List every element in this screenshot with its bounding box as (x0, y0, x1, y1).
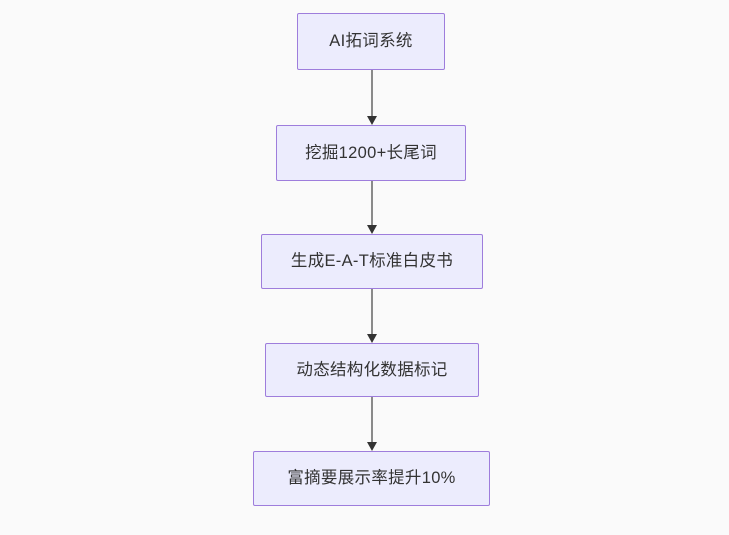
node-label: AI拓词系统 (329, 32, 413, 51)
flowchart-node-longtail-keywords[interactable]: 挖掘1200+长尾词 (276, 125, 466, 181)
arrowhead-icon (366, 442, 377, 451)
node-label: 生成E-A-T标准白皮书 (290, 252, 454, 271)
flowchart-node-rich-snippet-result[interactable]: 富摘要展示率提升10% (253, 451, 490, 506)
node-label: 富摘要展示率提升10% (287, 469, 456, 488)
edge-line (371, 289, 374, 334)
arrowhead-icon (366, 334, 377, 343)
arrowhead-icon (366, 116, 377, 125)
node-label: 动态结构化数据标记 (296, 360, 448, 379)
edge-line (371, 181, 374, 225)
arrowhead-icon (366, 225, 377, 234)
flowchart-node-structured-data-markup[interactable]: 动态结构化数据标记 (265, 343, 479, 397)
node-label: 挖掘1200+长尾词 (305, 143, 437, 162)
flowchart-node-ai-keyword-system[interactable]: AI拓词系统 (297, 13, 445, 70)
flowchart-node-eat-whitepaper[interactable]: 生成E-A-T标准白皮书 (261, 234, 483, 289)
edge-line (371, 397, 374, 442)
edge-line (371, 70, 374, 116)
